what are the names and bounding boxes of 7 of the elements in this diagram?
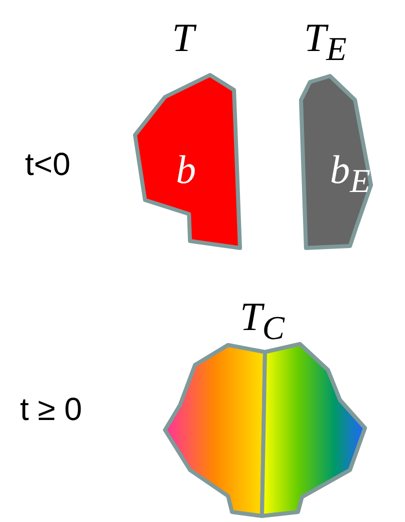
time-label: t ≥ 0 xyxy=(20,393,82,425)
variable-label: b xyxy=(176,150,196,190)
variable-label: b$_{E}$ xyxy=(330,150,370,198)
variable-label: T$_{C}$ xyxy=(240,297,284,346)
variable-label: T xyxy=(172,18,194,58)
time-label: t<0 xyxy=(25,148,70,180)
variable-label: T$_{E}$ xyxy=(304,18,347,66)
